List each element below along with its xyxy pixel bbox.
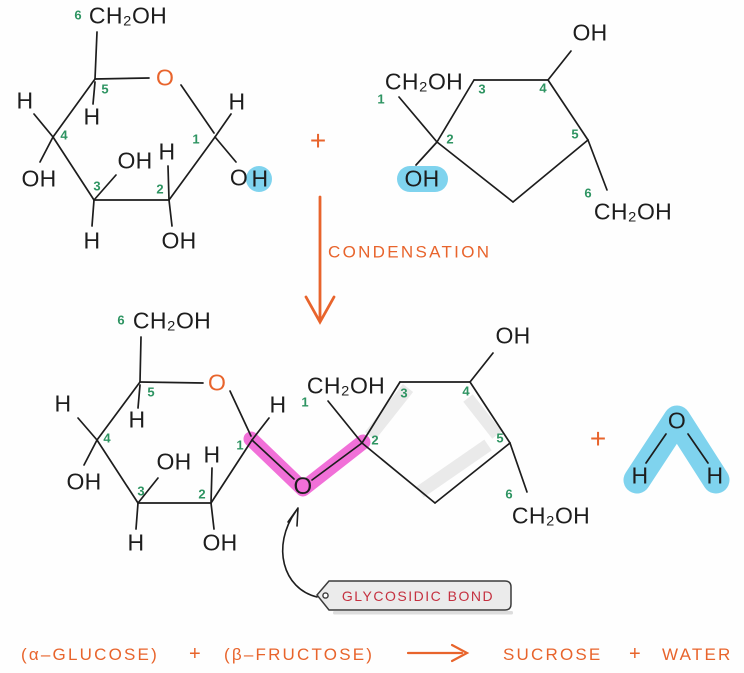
atom-label: H [127,529,145,556]
carbon-number: 6 [505,486,513,502]
carbon-number: 4 [60,127,68,143]
group-label: CH₂OH [593,198,673,225]
group-label: CH₂OH [511,502,591,529]
glycosidic-oxygen-label: O [293,473,313,500]
equation-product-sucrose: SUCROSE [503,645,603,664]
atom-label: H [251,165,269,192]
condensation-arrow [304,195,336,325]
atom-label: OH [161,227,197,254]
carbon-number: 2 [198,486,206,502]
equation-reactant-glucose: (α–GLUCOSE) [21,645,159,664]
alpha-glucose-bonds [33,31,237,227]
atom-label: OH [21,165,57,192]
atom-label: H [228,88,246,115]
atom-label: OH [156,448,192,475]
equation-reactant-fructose: (β–FRUCTOSE) [224,645,375,664]
carbon-number: 4 [539,80,547,96]
carbon-number: 5 [496,430,504,446]
carbon-number: 3 [400,385,408,401]
atom-label: H [631,462,649,489]
ring-shading [364,383,502,498]
atom-label: H [706,462,724,489]
water-highlight [623,405,730,494]
glycosidic-bond-tag-label: GLYCOSIDIC BOND [341,588,495,604]
atom-label: H [83,103,101,130]
equation-plus: + [189,643,201,665]
condensation-label: CONDENSATION [328,242,492,262]
fructose-oh-highlight [397,166,448,192]
carbon-number: 1 [192,131,200,147]
carbon-number: 6 [74,7,82,23]
atom-label: H [269,391,287,418]
reaction-arrow [406,643,470,663]
group-label: CH₂OH [306,372,386,399]
carbon-number: 1 [301,394,309,410]
group-label: CH₂OH [132,307,212,334]
carbon-number: 3 [137,483,145,499]
water-bonds [645,433,709,464]
atom-label: H [83,227,101,254]
equation-product-water: WATER [662,645,733,664]
atom-label: OH [66,468,102,495]
atom-label: OH [495,322,531,349]
tag-pointer-arrow [281,507,318,598]
atom-label: OH [117,147,153,174]
glucose-h-highlight [246,166,272,192]
atom-label: H [54,390,72,417]
carbon-number: 5 [147,384,155,400]
glycosidic-bond-tag [316,580,513,615]
atom-label: H [16,87,34,114]
carbon-number: 6 [117,312,125,328]
carbon-number: 2 [371,432,379,448]
carbon-number: 5 [101,81,109,97]
water-oxygen-label: O [667,407,687,434]
atom-label: H [203,441,221,468]
group-label: CH₂OH [88,2,168,29]
carbon-number: 1 [236,437,244,453]
carbon-number: 6 [584,185,592,201]
carbon-number: 2 [446,131,454,147]
sucrose-fructose-bonds [327,352,528,504]
plus-sign: + [589,423,607,454]
equation-plus: + [629,643,641,665]
carbon-number: 1 [377,91,385,107]
atom-label: OH [404,165,440,192]
carbon-number: 3 [93,178,101,194]
carbon-number: 5 [571,126,579,142]
atom-label: OH [202,529,238,556]
plus-sign: + [309,125,327,156]
beta-fructose-bonds [398,50,608,203]
group-label: CH₂OH [384,68,464,95]
atom-label: H [158,138,176,165]
carbon-number: 4 [462,383,470,399]
atom-label: OH [572,19,608,46]
atom-label: O [229,164,249,191]
carbon-number: 2 [156,181,164,197]
ring-oxygen-label: O [156,64,174,91]
carbon-number: 3 [478,81,486,97]
ring-oxygen-label: O [208,369,226,396]
carbon-number: 4 [103,430,111,446]
atom-label: H [128,406,146,433]
glycosidic-bond-lines [251,439,363,481]
sucrose-glucose-bonds [77,336,270,530]
